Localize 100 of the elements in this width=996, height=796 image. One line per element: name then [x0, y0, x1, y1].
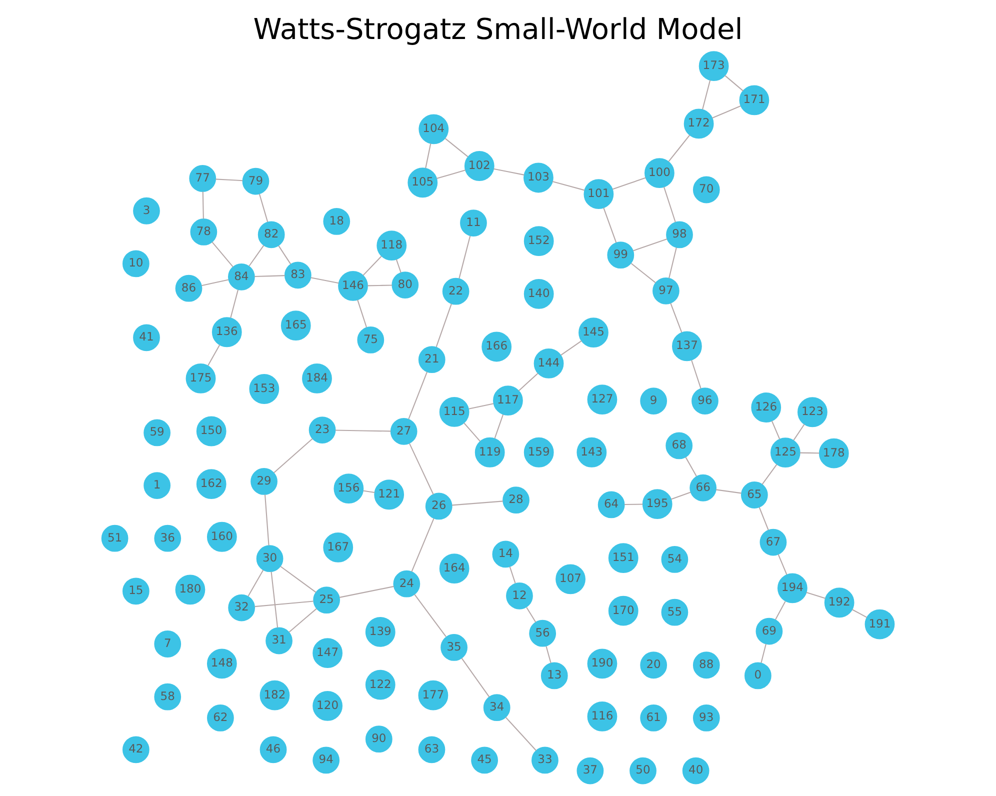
node-circle: 150 — [196, 416, 226, 446]
node-circle: 167 — [323, 532, 354, 562]
connector — [411, 518, 434, 572]
connector — [624, 504, 643, 506]
node-circle: 100 — [644, 158, 674, 188]
node-circle: 148 — [206, 648, 237, 679]
connector — [452, 500, 503, 506]
node-circle: 59 — [144, 419, 170, 446]
node-circle: 83 — [284, 262, 312, 289]
node-circle: 61 — [640, 704, 668, 732]
node-circle: 70 — [692, 176, 720, 204]
node-circle: 96 — [692, 388, 718, 414]
node-circle: 41 — [133, 324, 160, 352]
node-circle: 22 — [442, 278, 470, 305]
node-circle: 21 — [418, 346, 446, 374]
connector — [778, 554, 788, 575]
node-circle: 56 — [529, 620, 556, 647]
connector — [396, 259, 402, 273]
node-circle: 77 — [189, 165, 216, 192]
node-circle: 12 — [506, 582, 533, 610]
node-circle: 7 — [154, 630, 182, 658]
connector — [436, 170, 466, 180]
node-circle: 69 — [756, 618, 783, 645]
connector — [230, 290, 239, 318]
node-circle: 80 — [392, 272, 419, 298]
connector — [518, 372, 538, 392]
node-circle: 54 — [661, 546, 688, 573]
connector — [758, 507, 769, 530]
node-circle: 162 — [196, 469, 226, 500]
node-circle: 166 — [482, 332, 512, 362]
connector — [270, 572, 278, 628]
node-circle: 84 — [228, 263, 255, 290]
node-circle: 62 — [207, 704, 234, 732]
connector — [280, 566, 316, 593]
node-circle: 190 — [587, 648, 618, 679]
connector — [468, 403, 494, 410]
connector — [248, 570, 264, 597]
connector — [278, 245, 292, 264]
connector — [363, 490, 375, 493]
connector — [724, 75, 744, 92]
connector — [310, 277, 339, 284]
node-circle: 173 — [698, 51, 729, 82]
node-circle: 104 — [418, 114, 449, 144]
node-circle: 170 — [608, 596, 638, 626]
connector — [444, 138, 468, 158]
node-circle: 10 — [122, 250, 150, 278]
node-circle: 153 — [249, 374, 280, 404]
node-circle: 3 — [133, 197, 160, 224]
node-circle: 121 — [374, 480, 404, 510]
node-circle: 24 — [393, 570, 420, 598]
connector — [201, 279, 229, 286]
connector — [670, 303, 682, 333]
node-circle: 107 — [556, 564, 586, 594]
node-circle: 118 — [376, 230, 407, 260]
connector — [668, 247, 677, 278]
connector — [494, 168, 524, 176]
node-circle: 55 — [661, 598, 688, 626]
node-circle: 30 — [256, 545, 284, 572]
node-circle: 25 — [313, 586, 340, 614]
node-circle: 136 — [212, 317, 242, 348]
node-circle: 31 — [266, 627, 292, 654]
connector — [274, 438, 313, 474]
node-circle: 13 — [540, 662, 568, 690]
connector — [212, 242, 234, 268]
connector — [362, 256, 382, 276]
connector — [461, 658, 490, 698]
node-circle: 37 — [576, 757, 604, 784]
node-circle: 88 — [692, 652, 720, 679]
node-circle: 177 — [418, 680, 448, 710]
node-circle: 27 — [390, 418, 418, 445]
connector — [264, 494, 270, 546]
node-circle: 1 — [144, 472, 170, 499]
node-circle: 14 — [492, 540, 520, 568]
node-circle: 103 — [524, 162, 554, 193]
node-circle: 146 — [338, 270, 368, 301]
connector — [712, 106, 741, 118]
connector — [202, 192, 204, 219]
node-circle: 147 — [312, 638, 342, 668]
node-circle: 120 — [312, 690, 342, 721]
node-circle: 67 — [760, 528, 787, 556]
connector — [762, 464, 778, 485]
node-circle: 117 — [493, 386, 523, 416]
node-circle: 50 — [630, 757, 656, 784]
node-circle: 116 — [587, 702, 618, 732]
node-circle: 99 — [607, 242, 634, 269]
node-circle: 75 — [357, 326, 384, 354]
node-circle: 192 — [824, 588, 854, 618]
connector — [552, 181, 584, 191]
node-circle: 125 — [770, 438, 800, 468]
node-circle: 94 — [312, 746, 340, 774]
connector — [288, 608, 317, 633]
connector — [409, 443, 434, 495]
node-circle: 139 — [365, 617, 396, 647]
connector — [546, 646, 552, 664]
connector — [760, 644, 766, 664]
connector — [254, 275, 285, 278]
connector — [436, 304, 452, 348]
node-circle: 79 — [242, 168, 270, 195]
node-circle: 97 — [652, 277, 680, 304]
connector — [668, 134, 690, 162]
